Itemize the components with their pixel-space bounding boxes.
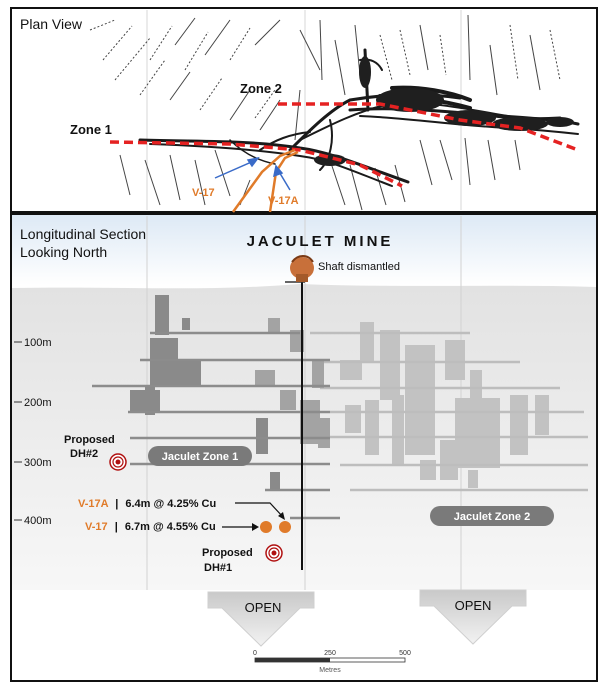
zone-1-label: Zone 1 [70,122,112,137]
zone-2-trace [278,102,579,152]
shaft-dismantled-label: Shaft dismantled [318,261,400,273]
open-left-label: OPEN [245,600,282,615]
zone-2-badge-text: Jaculet Zone 2 [454,511,530,523]
open-arrow-left: OPEN [207,591,315,647]
zone-1-badge: Jaculet Zone 1 [148,446,252,466]
v17a-intercept-annotation: V-17A | 6.4m @ 4.25% Cu [78,498,285,520]
section-title-line1: Longitudinal Section [20,226,146,242]
v17a-hole-label: V-17A [78,498,109,510]
plan-view-title: Plan View [20,16,83,32]
zone-1-levels [92,331,340,520]
section-title-line2: Looking North [20,244,107,260]
v17-plan-label: V-17 [192,187,215,199]
zone-2-levels [310,331,588,492]
longitudinal-section-panel: 100m 200m 300m 400m Jaculet Zone 1 Jacul… [10,213,598,682]
scale-tick-500: 500 [399,650,411,657]
v17-separator: | [115,521,118,533]
depth-label-100m: 100m [24,337,52,349]
svg-text:V-17A | 6.4m @: V-17A | 6.4m @ 4.25% Cu [78,498,216,510]
v17-hole-label: V-17 [85,521,108,533]
zone-1-workings [130,295,280,490]
v17-trace [231,148,296,213]
scale-bar: 0 250 500 Metres [253,650,411,674]
proposed-dh1-target-icon [265,544,283,562]
v17a-trace [268,150,299,213]
proposed-dh1-line1: Proposed [202,547,253,559]
v17a-separator: | [115,498,118,510]
svg-text:V-17 | 6.7m @: V-17 | 6.7m @ 4.55% Cu [85,521,216,533]
plan-view-panel: Plan View Zone 1 Zone 2 V-17 V-17A [10,7,598,213]
v17a-plan-label: V-17A [268,195,299,207]
open-arrow-right: OPEN [419,589,527,645]
plan-v17-traces [231,148,299,213]
plan-drillhole-traces [89,14,561,211]
v17a-result: 6.4m @ 4.25% Cu [125,498,216,510]
proposed-dh2-line1: Proposed [64,434,115,446]
depth-label-400m: 400m [24,515,52,527]
proposed-dh2-target-icon [109,453,127,471]
depth-label-200m: 200m [24,397,52,409]
proposed-dh2-line2: DH#2 [70,448,98,460]
v17-intercept-point [260,521,272,533]
mine-title: JACULET MINE [247,233,394,250]
plan-zone-traces [109,102,579,188]
zone-1-trace [109,140,403,188]
plan-grid [146,10,462,210]
scale-tick-250: 250 [324,650,336,657]
v17-result: 6.7m @ 4.55% Cu [125,521,216,533]
shaft-headframe-icon [290,255,314,282]
plan-pointer-arrows [214,156,291,191]
depth-label-300m: 300m [24,457,52,469]
plan-view-frame [10,7,598,213]
zone-2-badge: Jaculet Zone 2 [430,506,554,526]
scale-unit: Metres [319,667,341,674]
plan-dense-workings [314,56,574,166]
zone-1-badge-text: Jaculet Zone 1 [162,451,238,463]
zone-2-label: Zone 2 [240,81,282,96]
v17-intercept-annotation: V-17 | 6.7m @ 4.55% Cu [85,521,259,533]
open-right-label: OPEN [455,598,492,613]
v17a-intercept-point [279,521,291,533]
proposed-dh1-line2: DH#1 [204,562,232,574]
scale-tick-0: 0 [253,650,257,657]
depth-axis: 100m 200m 300m 400m [14,337,52,527]
